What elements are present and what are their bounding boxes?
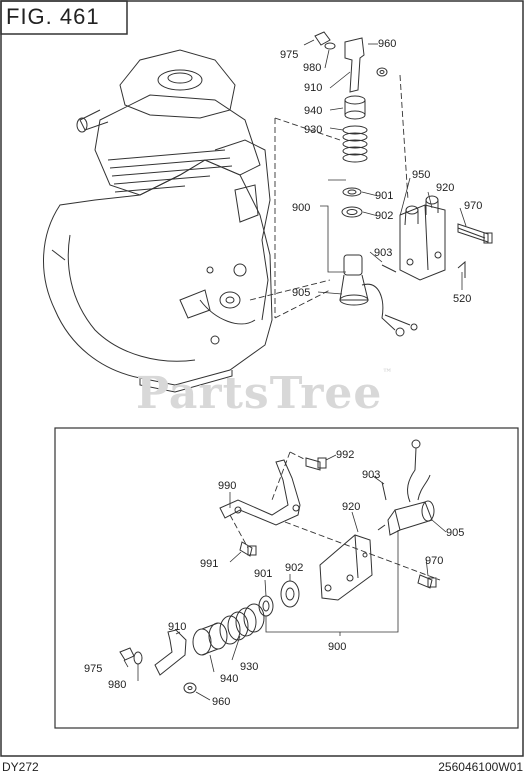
callout-top-902: 902 <box>375 210 393 222</box>
callout-top-520: 520 <box>453 293 471 305</box>
callout-inset-905: 905 <box>446 527 464 539</box>
callout-top-980: 980 <box>303 62 321 74</box>
callout-top-930: 930 <box>304 124 322 136</box>
callout-top-905: 905 <box>292 287 310 299</box>
callout-top-975: 975 <box>280 49 298 61</box>
guide-lines-inset <box>229 451 441 581</box>
figure-label: FIG. 461 <box>6 4 100 29</box>
figure-label-box <box>0 0 128 35</box>
callout-inset-975: 975 <box>84 663 102 675</box>
watermark-mark: ™ <box>382 368 394 379</box>
callouts-inset: 992 903 990 920 905 991 901 902 970 910 … <box>84 449 464 708</box>
callout-inset-920: 920 <box>342 501 360 513</box>
callout-top-910: 910 <box>304 82 322 94</box>
callout-top-920: 920 <box>436 182 454 194</box>
callouts-top: 975 980 960 910 940 930 950 920 901 970 … <box>280 38 482 305</box>
callout-top-940: 940 <box>304 105 322 117</box>
leaders-inset <box>123 454 447 701</box>
callout-inset-990: 990 <box>218 480 236 492</box>
callout-inset-960: 960 <box>212 696 230 708</box>
callout-inset-940: 940 <box>220 673 238 685</box>
page-border <box>0 0 524 757</box>
callout-top-960: 960 <box>378 38 396 50</box>
leaders-top <box>303 39 467 295</box>
footer-model: DY272 <box>2 760 39 774</box>
callout-inset-970: 970 <box>425 555 443 567</box>
watermark-text: PartsTree <box>136 368 383 419</box>
callout-inset-903: 903 <box>362 469 380 481</box>
footer-code: 256046100W01 <box>438 760 523 774</box>
callout-inset-980: 980 <box>108 679 126 691</box>
callout-top-903: 903 <box>374 247 392 259</box>
callout-inset-901: 901 <box>254 568 272 580</box>
callout-inset-930: 930 <box>240 661 258 673</box>
callout-top-901: 901 <box>375 190 393 202</box>
callout-top-950: 950 <box>412 169 430 181</box>
guide-lines-top <box>249 74 409 319</box>
diagram-canvas: 975 980 960 910 940 930 950 920 901 970 … <box>0 0 524 757</box>
callout-top-970: 970 <box>464 200 482 212</box>
callout-inset-992: 992 <box>336 449 354 461</box>
callout-inset-910: 910 <box>168 621 186 633</box>
callout-inset-902: 902 <box>285 562 303 574</box>
engine-illustration <box>43 49 273 393</box>
top-exploded-parts <box>314 31 493 337</box>
inset-box <box>54 427 519 729</box>
callout-inset-900: 900 <box>328 641 346 653</box>
watermark: PartsTree™ <box>136 368 393 419</box>
callout-top-900: 900 <box>292 202 310 214</box>
inset-exploded-parts <box>119 439 437 694</box>
callout-inset-991: 991 <box>200 558 218 570</box>
